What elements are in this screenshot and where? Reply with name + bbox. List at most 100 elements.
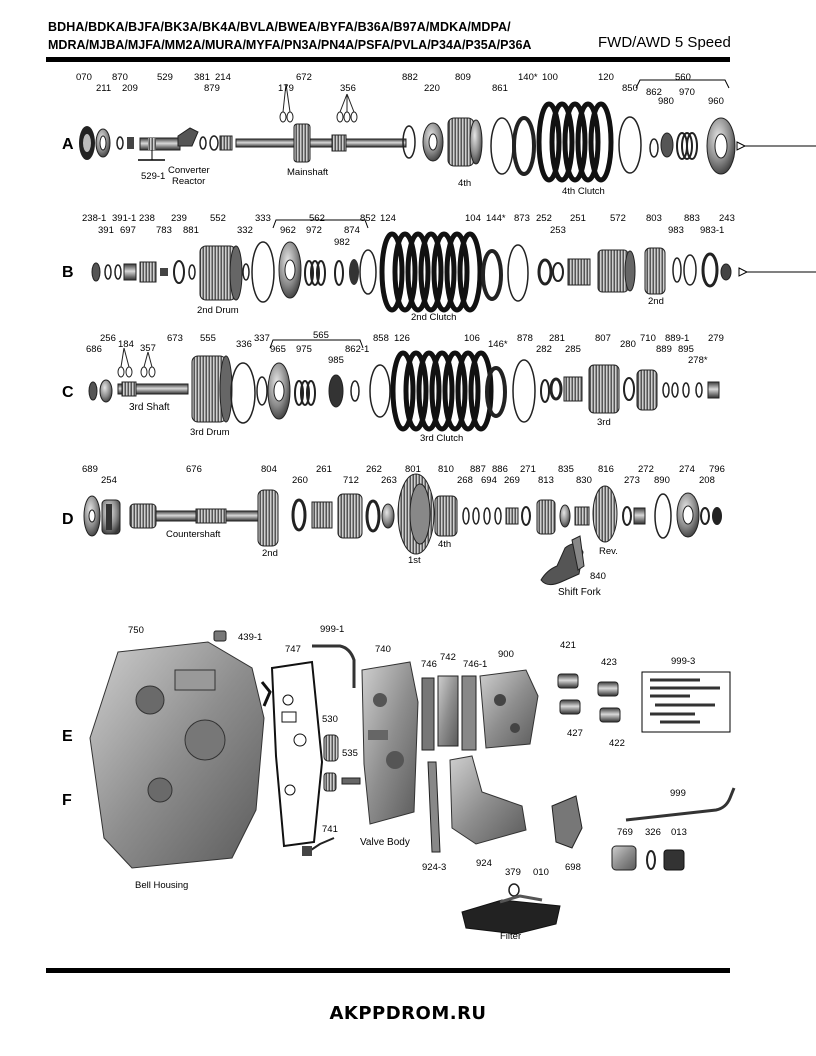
label-747: 747	[285, 644, 301, 655]
row-d-parts	[83, 473, 722, 586]
label-882: 882	[402, 72, 418, 83]
label-924: 924	[476, 858, 492, 869]
orings-356	[336, 93, 358, 123]
oring-379	[508, 883, 520, 897]
label-285: 285	[565, 344, 581, 355]
label-878: 878	[517, 333, 533, 344]
ring-280	[623, 377, 635, 401]
ring-278	[695, 382, 703, 398]
orings-184	[117, 347, 133, 378]
label-333: 333	[255, 213, 271, 224]
plug-439-1	[213, 630, 227, 642]
label-879: 879	[204, 83, 220, 94]
caption-reverse-gear: Rev.	[599, 546, 618, 557]
label-529-1: 529-1	[141, 171, 165, 182]
caption-3rd-gear: 3rd	[597, 417, 611, 428]
housing-769	[611, 845, 637, 871]
caption-valve-body: Valve Body	[360, 837, 410, 848]
label-013: 013	[671, 827, 687, 838]
label-238: 238	[139, 213, 155, 224]
label-220: 220	[424, 83, 440, 94]
label-783: 783	[156, 225, 172, 236]
needle-bearing-285	[563, 376, 583, 402]
spring-970	[676, 132, 698, 160]
label-924-3: 924-3	[422, 862, 446, 873]
label-271: 271	[520, 464, 536, 475]
countershaft-676	[129, 503, 261, 529]
ring-887	[472, 507, 480, 525]
pump-924	[449, 755, 527, 845]
label-184: 184	[118, 339, 134, 350]
seal-982	[334, 260, 344, 286]
label-960: 960	[708, 96, 724, 107]
snap-ring-333	[251, 241, 275, 303]
needle-bearing-214	[219, 135, 233, 151]
caption-4th-gear-d: 4th	[438, 539, 451, 550]
pin-kit-999-3	[641, 671, 731, 733]
label-886: 886	[492, 464, 508, 475]
hub-572	[597, 249, 636, 293]
label-740: 740	[375, 644, 391, 655]
ring-239	[173, 260, 185, 284]
label-999-3: 999-3	[671, 656, 695, 667]
label-975: 975	[296, 344, 312, 355]
drive-type-title: FWD/AWD 5 Speed	[598, 34, 731, 51]
bearing-269	[505, 507, 519, 525]
label-796: 796	[709, 464, 725, 475]
label-862-1: 862-1	[345, 344, 369, 355]
top-rule	[46, 57, 730, 62]
label-858: 858	[373, 333, 389, 344]
label-238-1: 238-1	[82, 213, 106, 224]
label-694: 694	[481, 475, 497, 486]
clutch-pack-4th	[536, 101, 614, 183]
label-262: 262	[366, 464, 382, 475]
pin-535	[341, 777, 361, 785]
oring-326	[646, 850, 656, 870]
end-plate-144	[481, 249, 503, 301]
washer-281	[549, 377, 563, 401]
bearing-256	[99, 379, 113, 403]
label-769: 769	[617, 827, 633, 838]
label-710: 710	[640, 333, 656, 344]
model-codes-line-1: BDHA/BDKA/BJFA/BK3A/BK4A/BVLA/BWEA/BYFA/…	[48, 20, 511, 34]
clutch-pack-2nd	[379, 231, 483, 313]
caption-3rd-drum: 3rd Drum	[190, 427, 230, 438]
label-280: 280	[620, 339, 636, 350]
label-179: 179	[278, 83, 294, 94]
gear-1st-801	[397, 473, 435, 555]
label-272: 272	[638, 464, 654, 475]
label-962: 962	[280, 225, 296, 236]
bearing-254	[101, 499, 121, 535]
label-357: 357	[140, 343, 156, 354]
race-238	[139, 261, 157, 283]
piston-960	[706, 117, 736, 175]
plates-746-742	[421, 675, 477, 751]
ring-835	[559, 504, 571, 528]
ring-983-1	[701, 252, 719, 288]
washer-260	[291, 498, 307, 532]
label-381: 381	[194, 72, 210, 83]
ring-796	[712, 507, 722, 525]
row-label-b: B	[62, 264, 74, 281]
valve-body-740	[361, 661, 419, 825]
drum-3rd-555	[191, 355, 233, 423]
caption-shift-fork: Shift Fork	[558, 587, 602, 598]
spring-975	[294, 380, 316, 406]
label-809: 809	[455, 72, 471, 83]
label-999-1: 999-1	[320, 624, 344, 635]
shaft-3rd-673	[117, 381, 189, 397]
label-560: 560	[675, 72, 691, 83]
piston-965	[267, 362, 291, 420]
label-972: 972	[306, 225, 322, 236]
label-840: 840	[590, 571, 606, 582]
label-870: 870	[112, 72, 128, 83]
label-999: 999	[670, 788, 686, 799]
bearing-697	[123, 263, 137, 281]
solenoid-body-900	[479, 669, 539, 749]
label-712: 712	[343, 475, 359, 486]
label-830: 830	[576, 475, 592, 486]
orings-179	[279, 83, 294, 123]
label-803: 803	[646, 213, 662, 224]
label-852: 852	[360, 213, 376, 224]
cap-689	[83, 495, 101, 537]
